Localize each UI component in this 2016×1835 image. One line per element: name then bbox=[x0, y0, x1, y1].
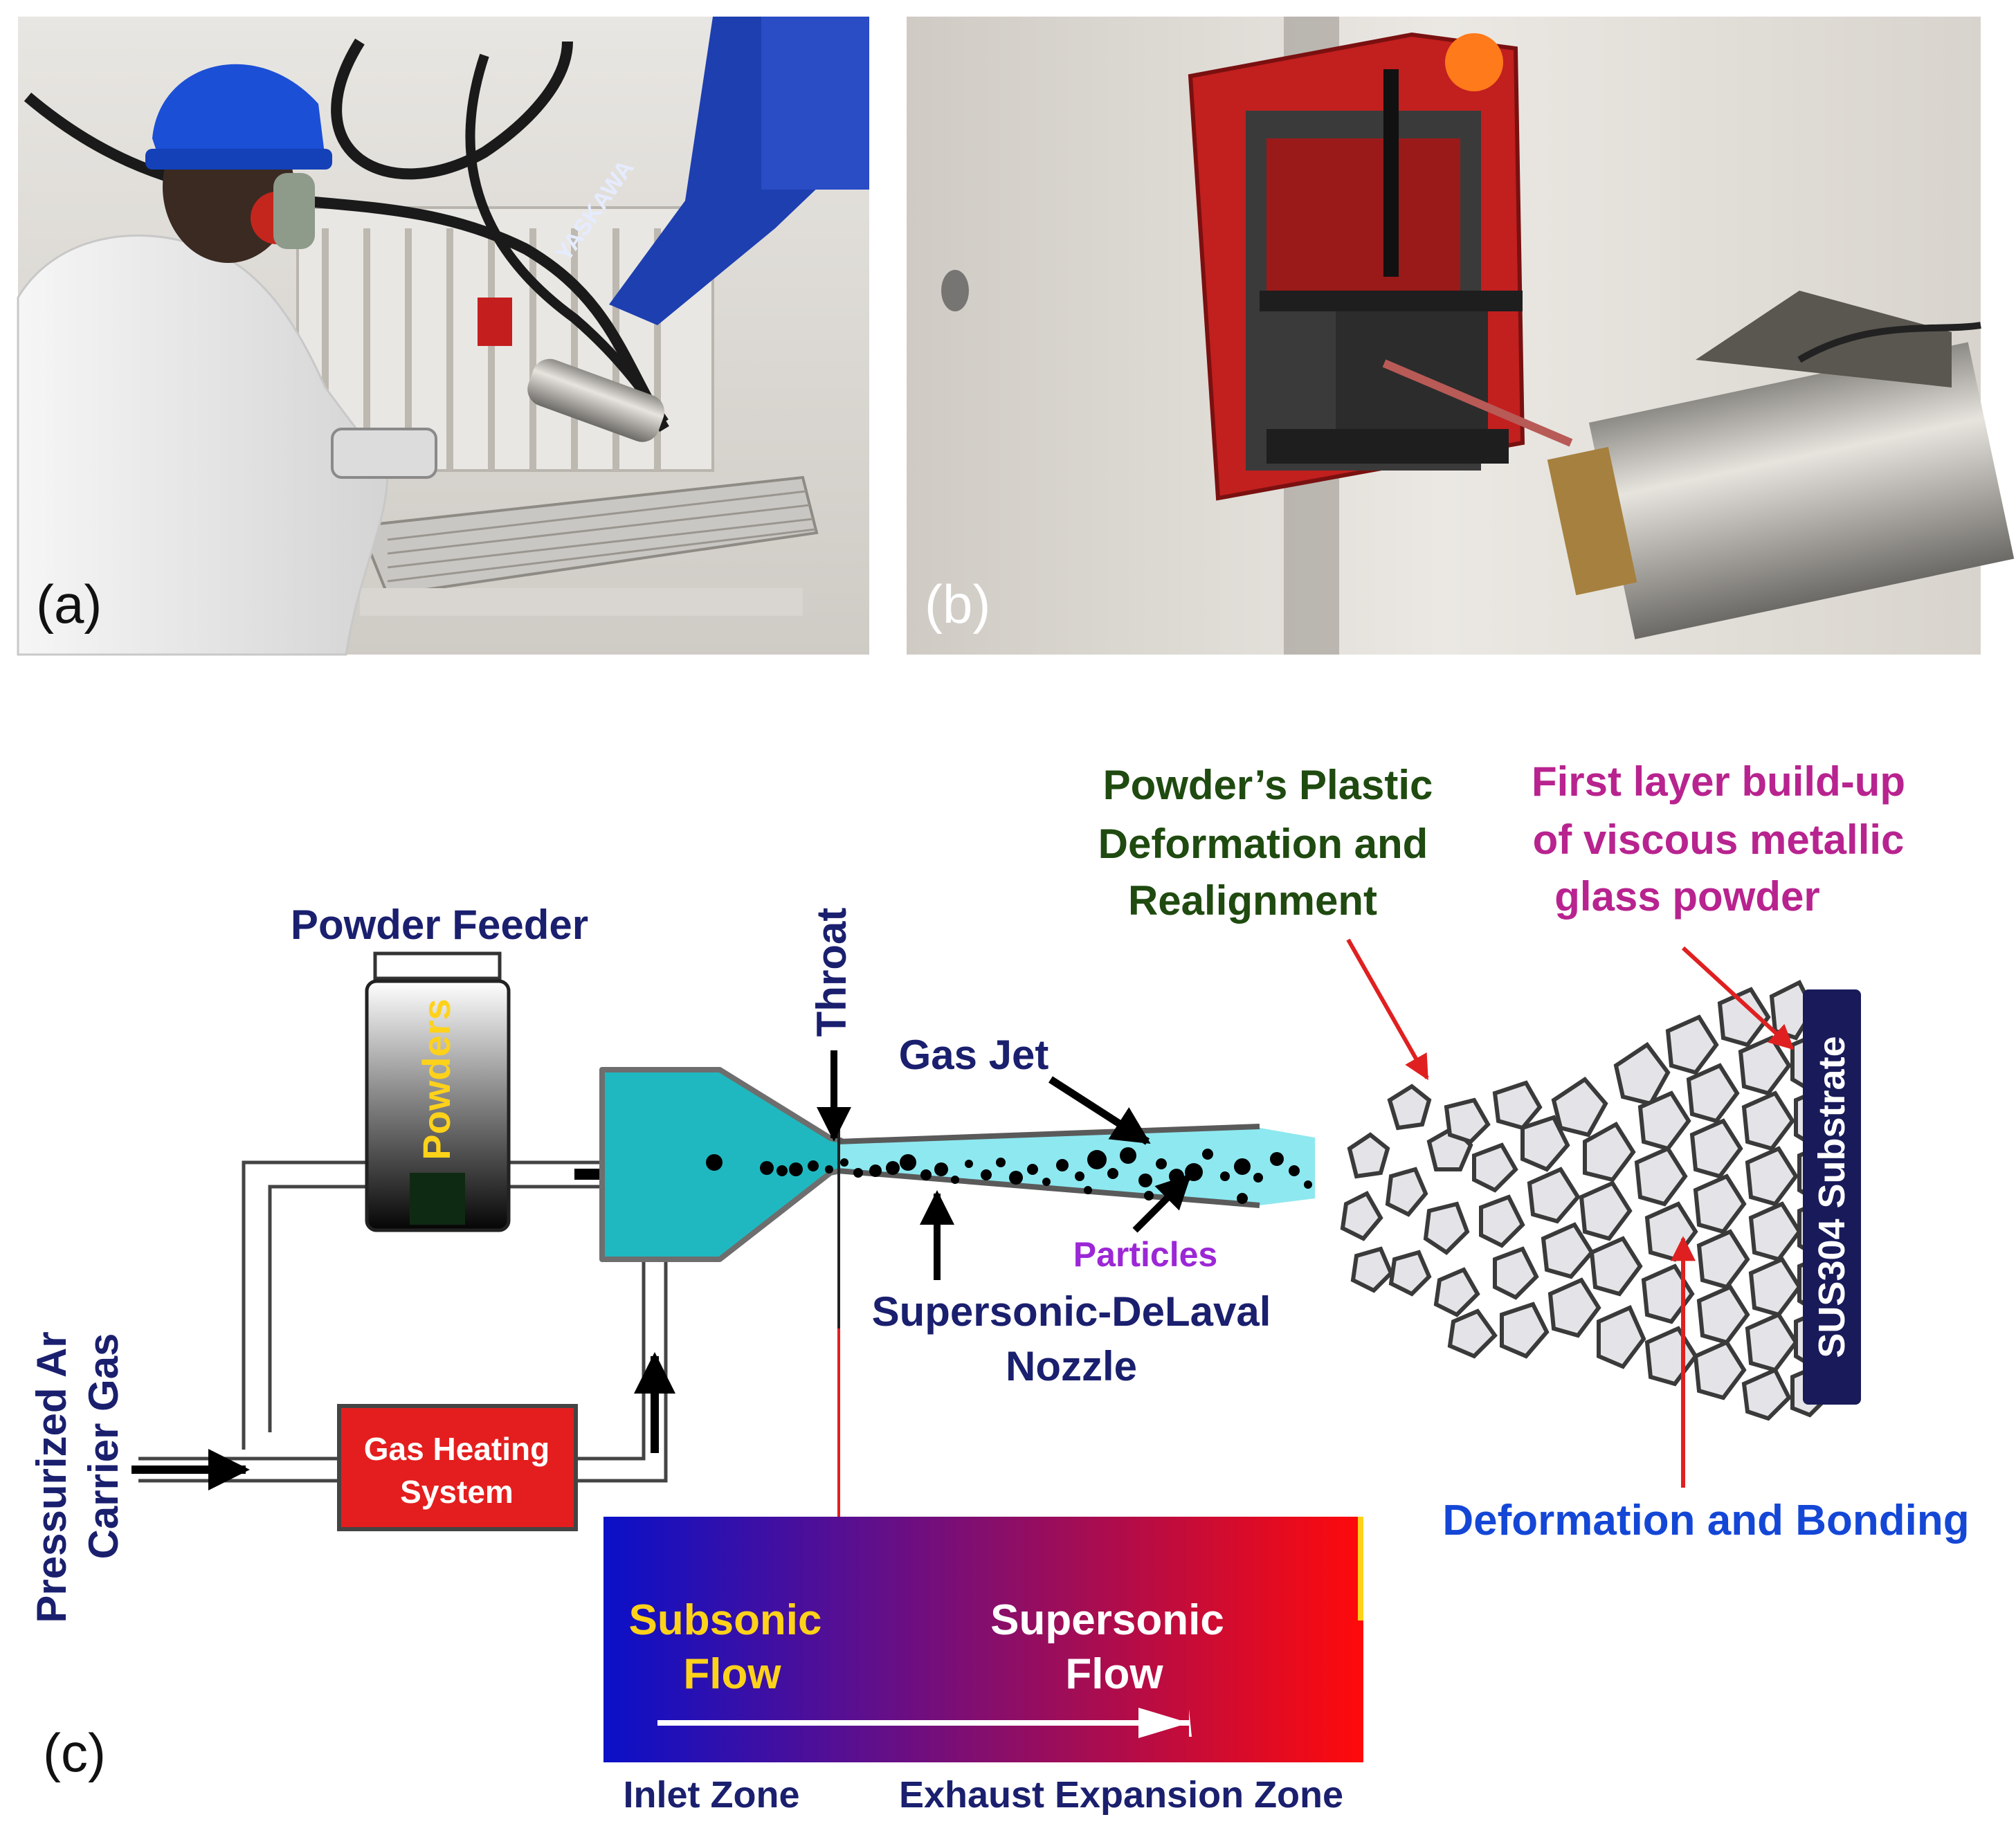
plastic-deformation-arrow bbox=[1346, 938, 1429, 1081]
panel-c-label: (c) bbox=[43, 1722, 106, 1783]
heater-label-line1: Gas Heating bbox=[364, 1431, 550, 1467]
substrate-label: SUS304 Substrate bbox=[1811, 1036, 1853, 1358]
subsonic-label-line1: Subsonic bbox=[628, 1596, 821, 1644]
powders-label: Powders bbox=[415, 998, 458, 1160]
carrier-gas-label-line2: Carrier Gas bbox=[80, 1333, 127, 1560]
nozzle-label-line1: Supersonic-DeLaval bbox=[872, 1288, 1271, 1335]
first-layer-arrow bbox=[1681, 946, 1795, 1050]
carrier-gas-label-line1: Pressurized Ar bbox=[28, 1331, 75, 1623]
bonding-label: Deformation and Bonding bbox=[1442, 1497, 1969, 1544]
schematic-c: Powder Feeder Powders Gas Heating System… bbox=[28, 758, 1970, 1816]
photo-b: (b) bbox=[907, 17, 2015, 655]
exhaust-zone-label: Exhaust Expansion Zone bbox=[899, 1774, 1343, 1816]
particles-label: Particles bbox=[1073, 1235, 1217, 1274]
nozzle-label-line2: Nozzle bbox=[1006, 1343, 1137, 1389]
gas-jet-label: Gas Jet bbox=[899, 1032, 1049, 1078]
panel-b-label: (b) bbox=[925, 574, 990, 635]
gas-heating-system bbox=[337, 1404, 578, 1531]
inlet-zone-label: Inlet Zone bbox=[624, 1774, 800, 1816]
sus304-substrate bbox=[1803, 989, 1861, 1405]
first-layer-label-line2: of viscous metallic bbox=[1533, 816, 1905, 863]
plastic-deformation-label-line2: Deformation and bbox=[1098, 821, 1428, 867]
plastic-deformation-label-line1: Powder’s Plastic bbox=[1103, 762, 1433, 808]
jet-particles bbox=[706, 1147, 1312, 1204]
particles-arrow bbox=[1132, 1174, 1192, 1233]
subsonic-label-line2: Flow bbox=[683, 1650, 781, 1698]
powder-feeder bbox=[365, 951, 511, 1232]
first-layer-label-line1: First layer build-up bbox=[1532, 758, 1905, 805]
gas-jet-arrow bbox=[1048, 1076, 1151, 1145]
panel-a-label: (a) bbox=[36, 574, 102, 635]
deposited-particles bbox=[1340, 979, 1837, 1421]
photo-a: (a) YASKAWA bbox=[17, 17, 869, 656]
nozzle-diverging-section bbox=[837, 1128, 1315, 1205]
first-layer-label-line3: glass powder bbox=[1554, 873, 1819, 920]
plastic-deformation-label-line3: Realignment bbox=[1128, 877, 1377, 924]
powder-feeder-label: Powder Feeder bbox=[291, 902, 588, 948]
supersonic-label-line1: Supersonic bbox=[990, 1596, 1224, 1644]
heater-label-line2: System bbox=[400, 1474, 514, 1510]
supersonic-label-line2: Flow bbox=[1065, 1650, 1163, 1698]
throat-label: Throat bbox=[808, 908, 855, 1037]
